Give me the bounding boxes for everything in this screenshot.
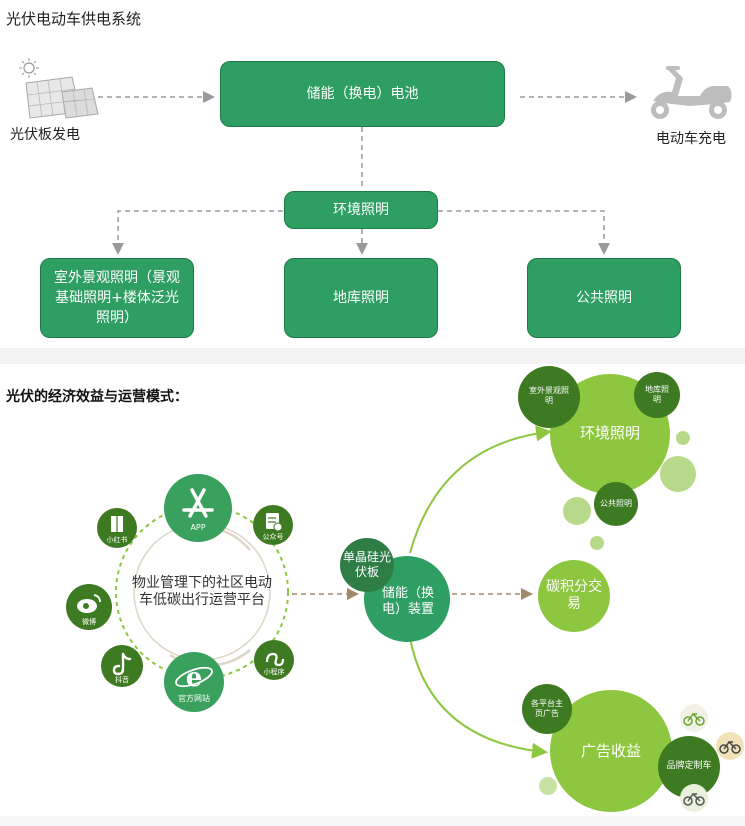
garage-small-node <box>634 372 680 418</box>
hub-text: 物业管理下的社区电动车低碳出行运营平台 <box>132 574 272 609</box>
outdoor-small-node <box>518 366 580 428</box>
bicycle-icon <box>680 704 708 732</box>
outdoor-small-label: 室外景观照明 <box>529 386 569 405</box>
book-icon <box>111 516 123 532</box>
weibo-node[interactable]: 微博 <box>66 584 112 630</box>
app-node[interactable]: APP <box>164 474 232 542</box>
mini-program-node[interactable]: 小程序 <box>254 640 294 680</box>
ie-browser-icon: e <box>175 663 213 693</box>
website-node[interactable]: e 官方网站 <box>164 652 224 712</box>
garage-light-box: 地库照明 <box>284 258 438 338</box>
solar-label: 光伏板发电 <box>10 127 80 143</box>
ev-label: 电动车充电 <box>656 131 726 147</box>
mini-program-icon <box>265 652 285 667</box>
document-icon <box>266 513 283 532</box>
bicycle-icon <box>680 784 708 812</box>
section2-title: 光伏的经济效益与运营模式： <box>6 389 188 405</box>
public-small-label: 公共照明 <box>600 499 632 508</box>
platform-ad-node <box>522 684 572 734</box>
env-light-box: 环境照明 <box>284 191 438 229</box>
platform-ad-label: 各平台主页广告 <box>531 699 563 718</box>
app-label: APP <box>190 523 206 532</box>
bottom-band <box>0 816 745 826</box>
env-light-label: 环境照明 <box>579 423 640 442</box>
weibo-label: 微博 <box>82 617 96 626</box>
douyin-label: 抖音 <box>115 675 129 684</box>
scooter-icon <box>651 66 732 119</box>
public-small-node <box>594 482 638 526</box>
mono-si-label: 单晶硅光伏板 <box>342 550 391 579</box>
xiaohongshu-node[interactable]: 小红书 <box>97 508 137 548</box>
section-divider <box>0 348 745 364</box>
outdoor-light-box: 室外景观照明（景观基础照明+楼体泛光照明） <box>40 258 194 338</box>
carbon-label: 碳积分交易 <box>546 578 602 613</box>
ad-label: 广告收益 <box>580 741 641 760</box>
brand-label: 品牌定制车 <box>666 761 712 772</box>
storage-label: 储能（换电）装置 <box>381 585 434 617</box>
xiaohongshu-label: 小红书 <box>106 535 128 544</box>
garage-small-label: 地库照明 <box>645 385 669 404</box>
bicycle-icon <box>716 732 744 760</box>
battery-box: 储能（换电）电池 <box>220 61 505 127</box>
public-light-box: 公共照明 <box>527 258 681 338</box>
carbon-node <box>538 560 610 632</box>
weibo-icon <box>77 594 101 613</box>
official-account-node[interactable]: 公众号 <box>253 505 293 545</box>
website-label: 官方网站 <box>178 694 210 703</box>
section1-title: 光伏电动车供电系统 <box>6 10 142 28</box>
mono-si-node <box>340 538 394 592</box>
sun-icon <box>19 58 39 78</box>
douyin-node[interactable]: 抖音 <box>101 645 143 687</box>
mini-program-label: 小程序 <box>263 667 285 676</box>
official-account-label: 公众号 <box>262 532 284 541</box>
app-store-icon <box>182 488 214 518</box>
tiktok-icon <box>112 652 132 676</box>
solar-panel-icon <box>25 76 99 119</box>
